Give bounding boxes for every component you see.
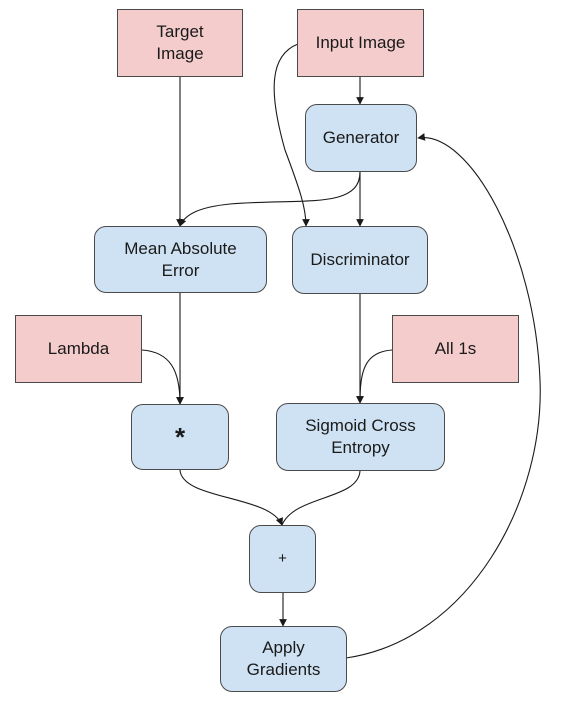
node-target-image-label: Target Image xyxy=(156,22,204,63)
edge-all1s-to-sce xyxy=(356,349,393,404)
edge-multiply-to-add xyxy=(179,469,283,526)
node-apply-gradients-label: Apply Gradients xyxy=(246,638,321,679)
node-all-1s: All 1s xyxy=(392,315,519,383)
node-mean-absolute-error-label: Mean Absolute Error xyxy=(124,238,237,280)
node-discriminator: Discriminator xyxy=(292,226,428,294)
node-add: + xyxy=(249,525,316,593)
node-apply-gradients: Apply Gradients xyxy=(220,626,347,692)
node-multiply: * xyxy=(131,404,229,470)
edge-apply-to-generator xyxy=(345,133,541,659)
node-discriminator-label: Discriminator xyxy=(310,250,410,269)
node-lambda-label: Lambda xyxy=(47,339,110,358)
node-lambda: Lambda xyxy=(15,315,142,383)
edge-generator-to-mae xyxy=(179,171,361,227)
node-target-image: Target Image xyxy=(117,9,243,77)
node-generator-label: Generator xyxy=(322,128,400,147)
edge-sce-to-add xyxy=(281,470,361,526)
node-multiply-label: * xyxy=(174,422,186,452)
edge-lambda-to-multiply xyxy=(141,349,184,405)
node-sigmoid-cross-entropy: Sigmoid Cross Entropy xyxy=(276,403,445,471)
node-sigmoid-cross-entropy-label: Sigmoid Cross Entropy xyxy=(305,416,416,457)
node-input-image-label: Input Image xyxy=(315,33,406,52)
node-all-1s-label: All 1s xyxy=(434,339,477,358)
node-add-label: + xyxy=(278,550,287,567)
node-input-image: Input Image xyxy=(297,9,424,77)
node-mean-absolute-error: Mean Absolute Error xyxy=(94,226,267,293)
node-generator: Generator xyxy=(305,104,417,172)
edge-input-to-discriminator xyxy=(273,43,310,227)
